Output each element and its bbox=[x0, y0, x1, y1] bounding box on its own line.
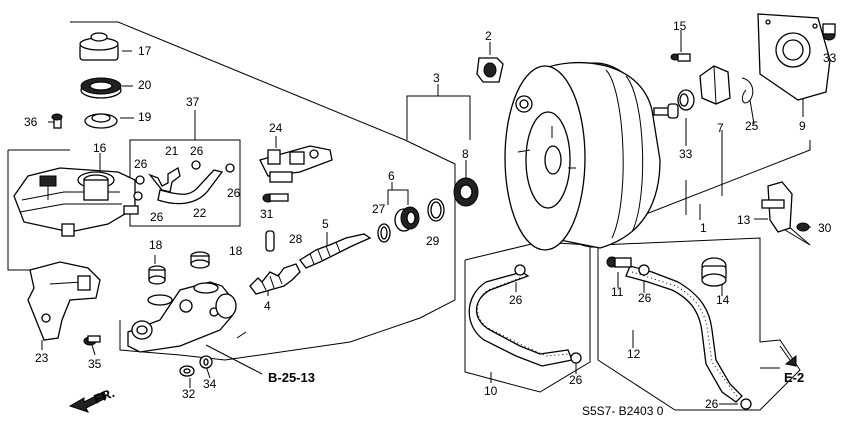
label-9: 9 bbox=[799, 119, 806, 133]
label-27: 27 bbox=[372, 202, 386, 216]
label-33b: 33 bbox=[823, 51, 837, 65]
piston-5 bbox=[299, 233, 372, 269]
label-1: 1 bbox=[700, 221, 707, 235]
vacuum-hose-10 bbox=[468, 264, 582, 367]
nut-32 bbox=[179, 365, 195, 377]
label-4: 4 bbox=[264, 299, 271, 313]
label-33a: 33 bbox=[679, 147, 693, 161]
label-32: 32 bbox=[182, 387, 196, 401]
label-18b: 18 bbox=[229, 244, 243, 258]
label-35: 35 bbox=[88, 357, 102, 371]
label-26d: 26 bbox=[227, 186, 241, 200]
label-36: 36 bbox=[24, 115, 38, 129]
ref-e-2: E-2 bbox=[784, 370, 804, 385]
nut-30 bbox=[796, 222, 810, 232]
label-18a: 18 bbox=[149, 238, 163, 252]
label-25: 25 bbox=[745, 119, 759, 133]
label-31: 31 bbox=[260, 207, 274, 221]
label-20: 20 bbox=[138, 78, 152, 92]
label-26b: 26 bbox=[190, 144, 204, 158]
oring-29 bbox=[427, 198, 445, 222]
vacuum-hose-12 bbox=[625, 265, 743, 403]
label-19: 19 bbox=[138, 110, 152, 124]
bolt-35 bbox=[83, 335, 101, 346]
nut-33b bbox=[822, 23, 836, 41]
seal-6 bbox=[394, 206, 420, 232]
fitting-11 bbox=[606, 256, 632, 268]
label-2: 2 bbox=[485, 29, 492, 43]
label-11: 11 bbox=[611, 285, 624, 299]
label-10: 10 bbox=[484, 384, 498, 398]
label-29: 29 bbox=[426, 234, 440, 248]
label-14: 14 bbox=[716, 293, 730, 307]
grommet-18b bbox=[190, 251, 210, 269]
label-13: 13 bbox=[737, 213, 751, 227]
bolt-31 bbox=[262, 193, 289, 203]
label-26h: 26 bbox=[705, 397, 719, 411]
bolt-36 bbox=[51, 113, 63, 129]
label-8: 8 bbox=[462, 147, 469, 161]
label-26g: 26 bbox=[638, 291, 652, 305]
label-23: 23 bbox=[35, 351, 49, 365]
bracket-13 bbox=[761, 181, 793, 233]
diagram-code: S5S7- B2403 0 bbox=[582, 404, 664, 418]
piston-4 bbox=[249, 263, 301, 295]
master-cylinder-body bbox=[127, 281, 237, 353]
reservoir-16 bbox=[13, 167, 139, 237]
oring-27 bbox=[377, 223, 391, 243]
label-26e: 26 bbox=[509, 293, 523, 307]
gasket-2 bbox=[476, 57, 504, 83]
front-label: FR. bbox=[92, 385, 117, 407]
joint-33a bbox=[677, 89, 695, 111]
plate-9 bbox=[757, 13, 831, 101]
label-5: 5 bbox=[322, 217, 329, 231]
label-37: 37 bbox=[186, 95, 200, 109]
label-7: 7 bbox=[717, 121, 724, 135]
tube-set-37 bbox=[133, 160, 235, 205]
clamps-26-right bbox=[638, 264, 752, 410]
label-30: 30 bbox=[818, 221, 832, 235]
label-26a: 26 bbox=[134, 157, 148, 171]
reference-labels: B-25-13 E-2 FR. S5S7- B2403 0 bbox=[92, 370, 805, 418]
bracket-23 bbox=[27, 261, 101, 341]
label-26f: 26 bbox=[569, 373, 583, 387]
label-28: 28 bbox=[289, 232, 303, 246]
clip-25 bbox=[741, 77, 754, 104]
e2-arrow bbox=[779, 345, 797, 367]
grommet-8 bbox=[453, 177, 479, 207]
front-direction-arrow bbox=[68, 391, 107, 413]
label-16: 16 bbox=[93, 141, 107, 155]
bracket-7 bbox=[699, 65, 731, 105]
label-34: 34 bbox=[203, 377, 217, 391]
label-21: 21 bbox=[165, 144, 179, 158]
label-6: 6 bbox=[388, 169, 395, 183]
label-3: 3 bbox=[433, 71, 440, 85]
pin-28 bbox=[265, 230, 275, 252]
label-12: 12 bbox=[627, 347, 641, 361]
brake-booster-1 bbox=[504, 61, 679, 251]
label-17: 17 bbox=[138, 44, 152, 58]
check-valve-14 bbox=[701, 257, 727, 287]
filter-19 bbox=[84, 113, 118, 129]
label-26c: 26 bbox=[150, 210, 164, 224]
ref-b-25-13: B-25-13 bbox=[268, 370, 315, 385]
washer-34 bbox=[199, 355, 213, 369]
reservoir-seal-20 bbox=[80, 77, 122, 99]
part-number-labels: 1 2 3 4 5 6 7 8 9 10 11 12 13 14 15 16 1… bbox=[24, 19, 837, 411]
reservoir-cap-17 bbox=[79, 32, 119, 61]
label-24: 24 bbox=[269, 121, 283, 135]
label-22: 22 bbox=[193, 206, 207, 220]
valve-24 bbox=[259, 145, 333, 183]
bolt-15 bbox=[670, 53, 691, 62]
grommet-18a bbox=[148, 265, 166, 285]
label-15: 15 bbox=[673, 19, 687, 33]
